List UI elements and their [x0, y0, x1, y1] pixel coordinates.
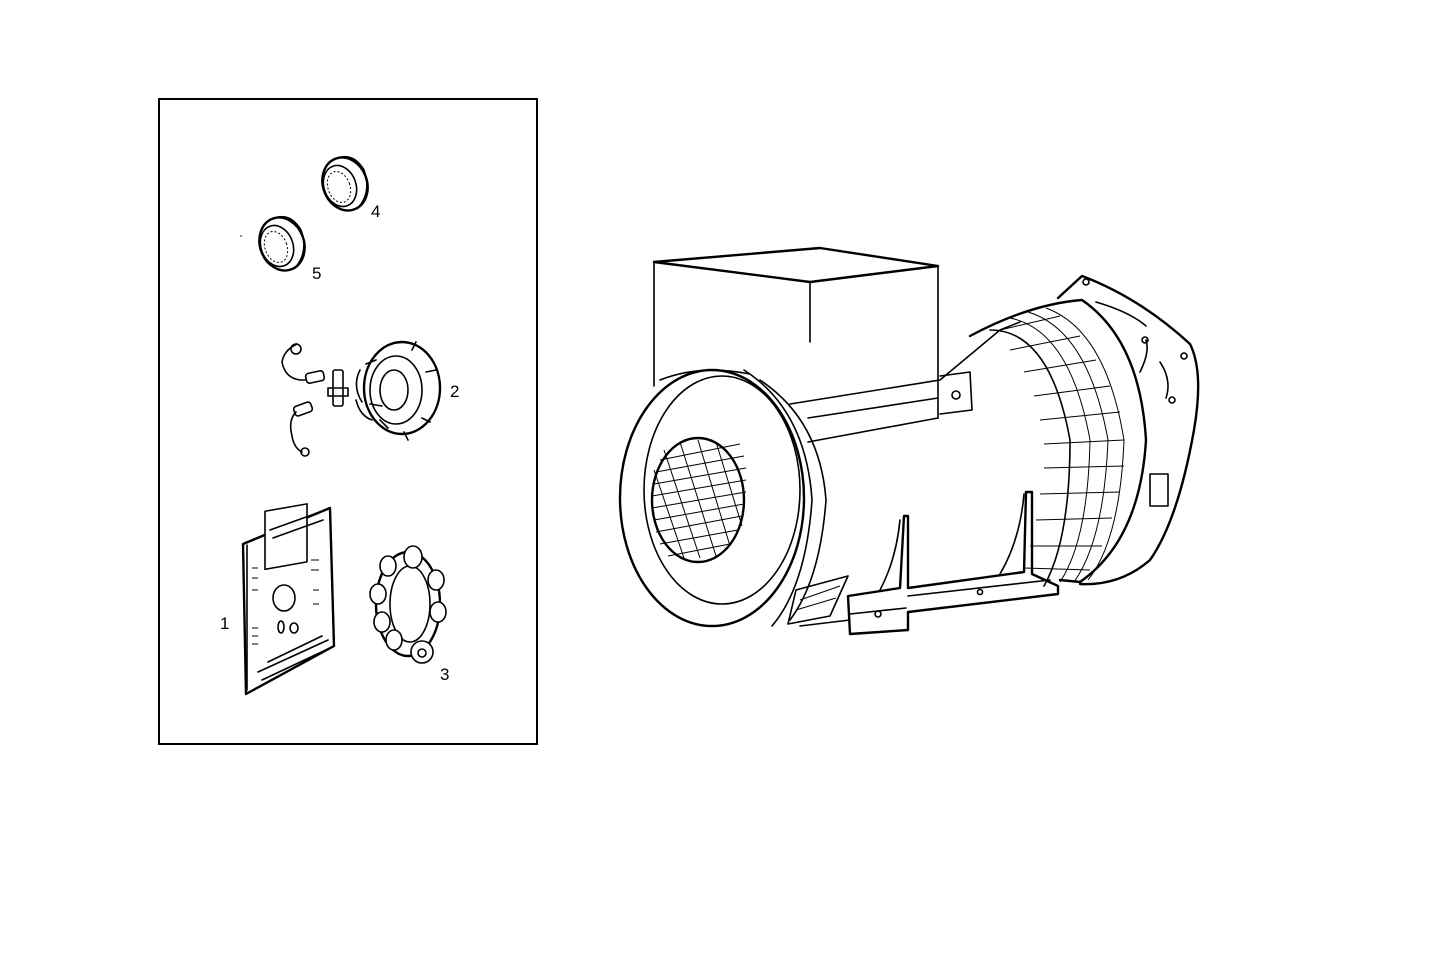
generator-drawing: [618, 246, 1200, 636]
callout-5: 5: [312, 264, 322, 283]
callout-1: 1: [220, 614, 230, 633]
callout-3: 3: [440, 665, 450, 684]
diode-ring-3-drawing: [369, 545, 447, 664]
rectifier-assembly-2-drawing: [281, 340, 442, 457]
bearing-4-drawing: [321, 155, 369, 212]
callout-2: 2: [450, 382, 460, 401]
parts-panel: [158, 98, 538, 745]
bearing-5-drawing: [240, 215, 306, 272]
circuit-board-1-drawing: [241, 503, 336, 696]
callout-4: 4: [371, 202, 381, 221]
